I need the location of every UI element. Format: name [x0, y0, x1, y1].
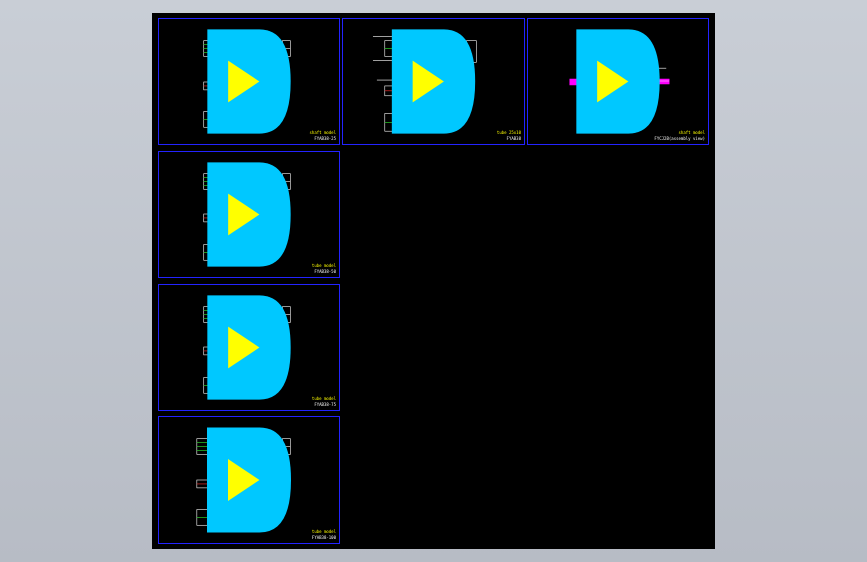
company-logo-icon: [391, 29, 476, 134]
title-block-line2: FYAB38-25: [314, 136, 336, 141]
title-block-line1: tube model: [311, 396, 336, 401]
drawing-sheet-2[interactable]: tube 25x10 FYAB38: [342, 18, 525, 145]
title-block: shaft model FYAB38-25: [310, 130, 337, 142]
title-block-line2: FYAB38-50: [314, 269, 336, 274]
drawing-sheet-6[interactable]: tube model FYAB38-100: [158, 416, 340, 544]
company-logo-icon: [576, 29, 660, 134]
title-block-line1: shaft model: [309, 130, 337, 135]
cad-viewport[interactable]: shaft model FYAB38-25: [152, 13, 715, 549]
company-logo-icon: [207, 427, 291, 533]
title-block-line1: tube model: [311, 263, 336, 268]
title-block-line2: FYAB38: [506, 136, 521, 141]
company-logo-icon: [207, 295, 291, 400]
title-block-line2: FYAB38-100: [311, 535, 336, 540]
title-block-line1: tube 25x10: [496, 130, 521, 135]
title-block: shaft model FYCJ2B(assembly view): [654, 130, 705, 142]
title-block: tube 25x10 FYAB38: [497, 130, 521, 142]
drawing-sheet-1[interactable]: shaft model FYAB38-25: [158, 18, 340, 145]
drawing-sheet-5[interactable]: tube model FYAB38-75: [158, 284, 340, 411]
title-block-line1: shaft model: [678, 130, 706, 135]
title-block: tube model FYAB38-50: [312, 263, 336, 275]
title-block: tube model FYAB38-75: [312, 396, 336, 408]
drawing-sheet-3[interactable]: shaft model FYCJ2B(assembly view): [527, 18, 709, 145]
title-block-line2: FYAB38-75: [314, 402, 336, 407]
drawing-sheet-4[interactable]: tube model FYAB38-50: [158, 151, 340, 278]
title-block: tube model FYAB38-100: [312, 529, 336, 541]
company-logo-icon: [207, 162, 291, 267]
title-block-line2: FYCJ2B(assembly view): [654, 136, 705, 141]
title-block-line1: tube model: [311, 529, 336, 534]
company-logo-icon: [207, 29, 291, 134]
